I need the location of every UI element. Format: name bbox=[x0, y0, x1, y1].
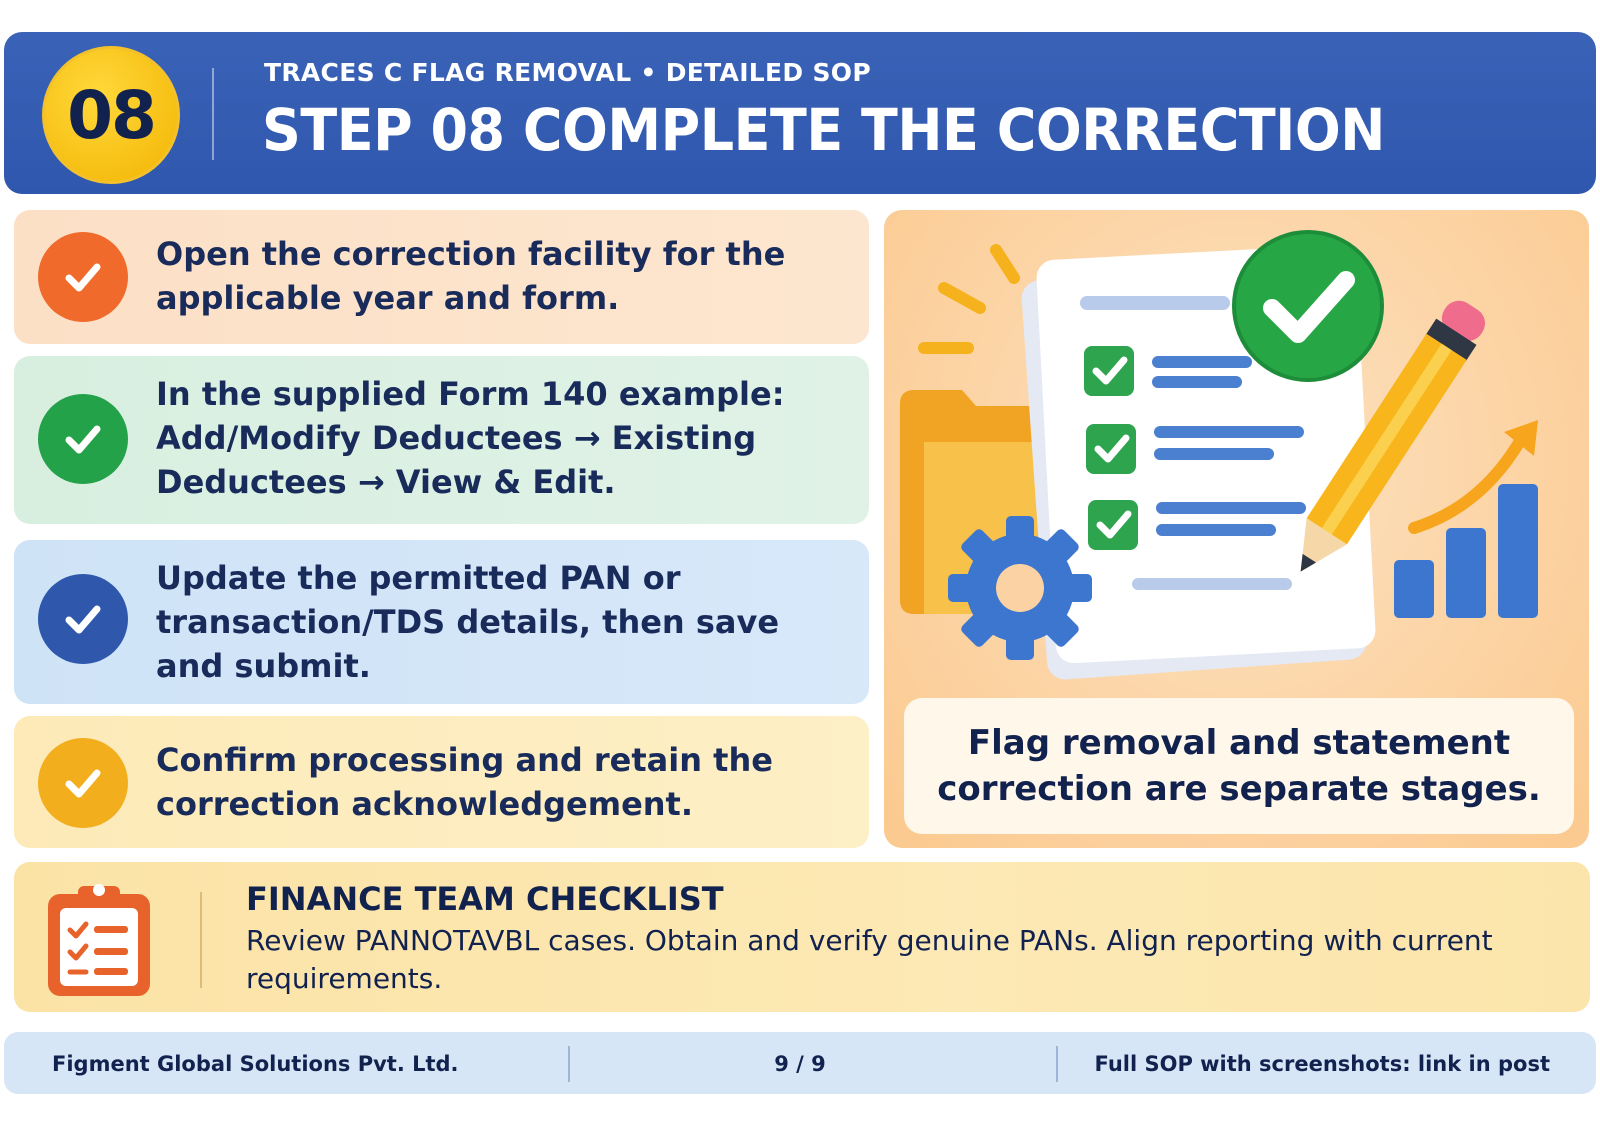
company-name: Figment Global Solutions Pvt. Ltd. bbox=[52, 1052, 459, 1076]
footer-divider bbox=[1056, 1046, 1058, 1082]
checklist-title: FINANCE TEAM CHECKLIST bbox=[246, 880, 724, 918]
step-text: Open the correction facility for the app… bbox=[156, 235, 786, 317]
checkmark-icon bbox=[38, 738, 128, 828]
step-card-confirm-processing: Confirm processing and retain the correc… bbox=[14, 716, 869, 848]
gear-icon bbox=[948, 516, 1092, 660]
clipboard-checklist-icon bbox=[48, 884, 150, 996]
pencil-icon bbox=[1300, 300, 1486, 572]
trend-arrow-icon bbox=[1408, 420, 1538, 534]
header-kicker: TRACES C FLAG REMOVAL • DETAILED SOP bbox=[264, 58, 871, 87]
sop-link-note: Full SOP with screenshots: link in post bbox=[1094, 1052, 1550, 1076]
header-divider bbox=[212, 68, 214, 160]
footer-bar: Figment Global Solutions Pvt. Ltd. 9 / 9… bbox=[4, 1032, 1596, 1094]
step-card-update-details: Update the permitted PAN or transaction/… bbox=[14, 540, 869, 704]
illustration-panel: Flag removal and statement correction ar… bbox=[884, 210, 1589, 848]
checkmark-icon bbox=[38, 574, 128, 664]
step-text: Confirm processing and retain the correc… bbox=[156, 741, 773, 823]
checkmark-icon bbox=[38, 394, 128, 484]
checklist-body: Review PANNOTAVBL cases. Obtain and veri… bbox=[246, 924, 1493, 995]
sparkle-icon bbox=[918, 244, 1020, 354]
header-banner bbox=[4, 32, 1596, 194]
step-card-navigation-path: In the supplied Form 140 example: Add/Mo… bbox=[14, 356, 869, 524]
checkmark-badge-icon bbox=[1232, 230, 1384, 382]
note-callout: Flag removal and statement correction ar… bbox=[904, 698, 1574, 834]
bar-chart-icon bbox=[1394, 484, 1538, 618]
page-counter: 9 / 9 bbox=[774, 1052, 826, 1076]
page-title: STEP 08 COMPLETE THE CORRECTION bbox=[262, 96, 1385, 164]
checklist-divider bbox=[200, 892, 202, 988]
footer-divider bbox=[568, 1046, 570, 1082]
finance-checklist-banner: FINANCE TEAM CHECKLIST Review PANNOTAVBL… bbox=[14, 862, 1590, 1012]
checkmark-icon bbox=[38, 232, 128, 322]
illustration-scene bbox=[900, 230, 1538, 680]
step-card-open-facility: Open the correction facility for the app… bbox=[14, 210, 869, 344]
step-number-badge: 08 bbox=[42, 46, 180, 184]
step-text: Update the permitted PAN or transaction/… bbox=[156, 559, 780, 685]
step-text: In the supplied Form 140 example: Add/Mo… bbox=[156, 375, 785, 501]
